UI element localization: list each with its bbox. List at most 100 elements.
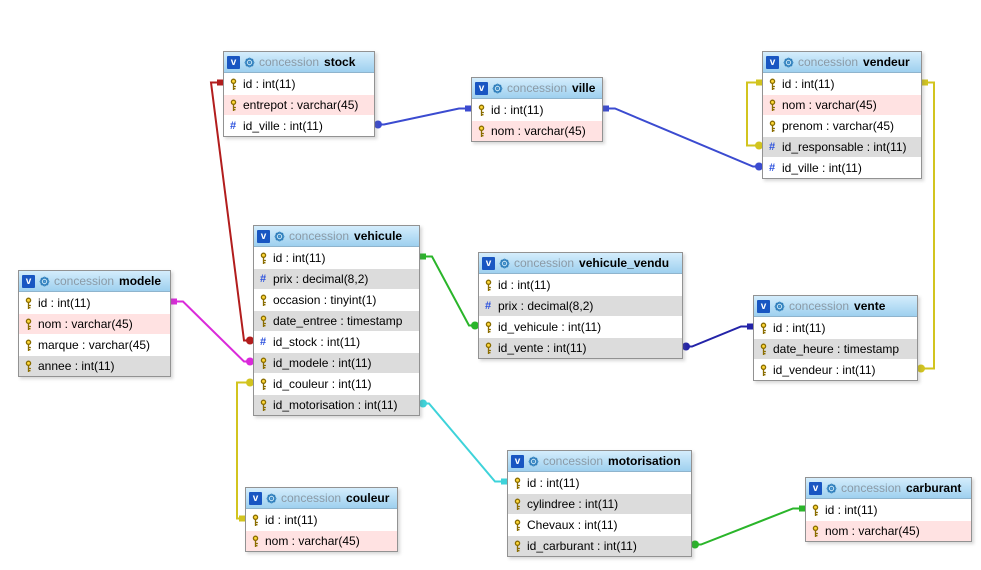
field-vehicule_vendu-id_vente[interactable]: id_vente : int(11) <box>479 337 682 358</box>
field-vehicule_vendu-id_vehicule[interactable]: id_vehicule : int(11) <box>479 316 682 337</box>
gear-icon[interactable] <box>273 230 286 243</box>
field-motorisation-id[interactable]: id : int(11) <box>508 472 691 493</box>
gear-icon[interactable] <box>265 492 278 505</box>
field-modele-id[interactable]: id : int(11) <box>19 292 170 313</box>
table-schema-label: concession <box>543 454 604 468</box>
gear-icon[interactable] <box>825 482 838 495</box>
field-label: occasion : tinyint(1) <box>273 293 377 307</box>
toggle-fields-button[interactable]: v <box>475 81 488 95</box>
table-schema-label: concession <box>798 55 859 69</box>
key-icon <box>511 498 523 511</box>
field-vehicule-prix[interactable]: #prix : decimal(8,2) <box>254 268 419 289</box>
toggle-fields-button[interactable]: v <box>227 55 240 69</box>
field-modele-marque[interactable]: marque : varchar(45) <box>19 334 170 355</box>
field-label: entrepot : varchar(45) <box>243 98 359 112</box>
gear-icon[interactable] <box>491 82 504 95</box>
key-icon <box>766 120 778 133</box>
gear-icon[interactable] <box>38 275 51 288</box>
table-name-label: vehicule <box>354 229 403 243</box>
field-carburant-nom[interactable]: nom : varchar(45) <box>806 520 971 541</box>
key-icon <box>22 339 34 352</box>
field-stock-entrepot[interactable]: entrepot : varchar(45) <box>224 94 374 115</box>
field-label: marque : varchar(45) <box>38 338 151 352</box>
toggle-fields-button[interactable]: v <box>757 299 770 313</box>
toggle-fields-button[interactable]: v <box>809 481 822 495</box>
toggle-fields-button[interactable]: v <box>249 491 262 505</box>
table-schema-label: concession <box>514 256 575 270</box>
field-ville-nom[interactable]: nom : varchar(45) <box>472 120 602 141</box>
field-vehicule-id[interactable]: id : int(11) <box>254 247 419 268</box>
toggle-fields-button[interactable]: v <box>22 274 35 288</box>
field-stock-id[interactable]: id : int(11) <box>224 73 374 94</box>
field-motorisation-id_carburant[interactable]: id_carburant : int(11) <box>508 535 691 556</box>
field-couleur-nom[interactable]: nom : varchar(45) <box>246 530 397 551</box>
relation-target-dot <box>682 342 690 351</box>
field-carburant-id[interactable]: id : int(11) <box>806 499 971 520</box>
field-vehicule-id_modele[interactable]: id_modele : int(11) <box>254 352 419 373</box>
field-label: cylindree : int(11) <box>527 497 619 511</box>
key-icon <box>511 477 523 490</box>
field-motorisation-Chevaux[interactable]: Chevaux : int(11) <box>508 514 691 535</box>
field-modele-annee[interactable]: annee : int(11) <box>19 355 170 376</box>
field-label: date_entree : timestamp <box>273 314 403 328</box>
gear-icon[interactable] <box>782 56 795 69</box>
field-vendeur-id_responsable[interactable]: #id_responsable : int(11) <box>763 136 921 157</box>
toggle-fields-button[interactable]: v <box>257 229 270 243</box>
gear-icon[interactable] <box>773 300 786 313</box>
gear-icon[interactable] <box>498 257 511 270</box>
field-vehicule-id_couleur[interactable]: id_couleur : int(11) <box>254 373 419 394</box>
field-motorisation-cylindree[interactable]: cylindree : int(11) <box>508 493 691 514</box>
field-vendeur-nom[interactable]: nom : varchar(45) <box>763 94 921 115</box>
field-couleur-id[interactable]: id : int(11) <box>246 509 397 530</box>
gear-icon[interactable] <box>527 455 540 468</box>
field-vendeur-id_ville[interactable]: #id_ville : int(11) <box>763 157 921 178</box>
key-icon <box>249 535 261 548</box>
field-modele-nom[interactable]: nom : varchar(45) <box>19 313 170 334</box>
toggle-fields-button[interactable]: v <box>482 256 495 270</box>
field-vehicule_vendu-id[interactable]: id : int(11) <box>479 274 682 295</box>
field-stock-id_ville[interactable]: #id_ville : int(11) <box>224 115 374 136</box>
field-vendeur-prenom[interactable]: prenom : varchar(45) <box>763 115 921 136</box>
relation-vendeur-vendeur <box>746 79 763 150</box>
field-label: annee : int(11) <box>38 359 115 373</box>
field-vehicule-date_entree[interactable]: date_entree : timestamp <box>254 310 419 331</box>
field-vendeur-id[interactable]: id : int(11) <box>763 73 921 94</box>
table-schema-label: concession <box>841 481 902 495</box>
toggle-fields-button[interactable]: v <box>766 55 779 69</box>
toggle-fields-button[interactable]: v <box>511 454 524 468</box>
gear-icon[interactable] <box>243 56 256 69</box>
field-vehicule-id_stock[interactable]: #id_stock : int(11) <box>254 331 419 352</box>
field-label: id : int(11) <box>825 503 878 517</box>
field-vehicule-id_motorisation[interactable]: id_motorisation : int(11) <box>254 394 419 415</box>
field-ville-id[interactable]: id : int(11) <box>472 99 602 120</box>
field-vente-id_vendeur[interactable]: id_vendeur : int(11) <box>754 359 917 380</box>
relation-target-dot <box>374 120 382 129</box>
table-schema-label: concession <box>507 81 568 95</box>
field-vente-date_heure[interactable]: date_heure : timestamp <box>754 338 917 359</box>
field-label: id : int(11) <box>38 296 91 310</box>
field-vente-id[interactable]: id : int(11) <box>754 317 917 338</box>
field-label: id_modele : int(11) <box>273 356 372 370</box>
field-vehicule-occasion[interactable]: occasion : tinyint(1) <box>254 289 419 310</box>
field-vehicule_vendu-prix[interactable]: #prix : decimal(8,2) <box>479 295 682 316</box>
